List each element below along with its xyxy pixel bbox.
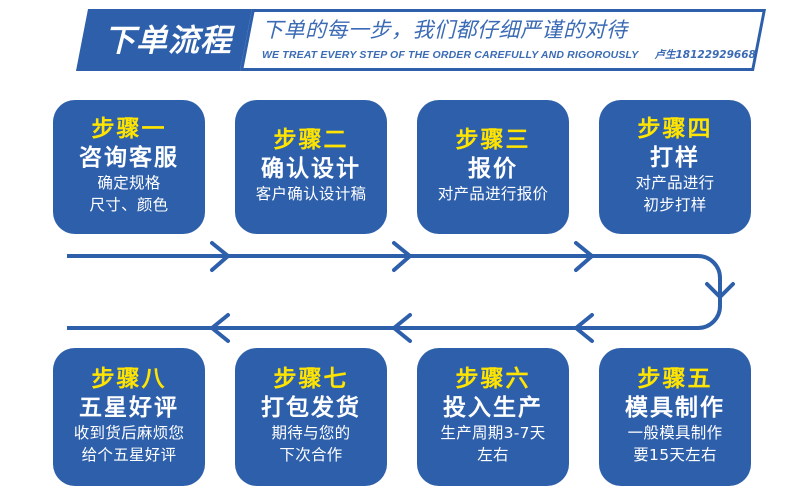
arrow-chevron-right-3 [574,241,594,272]
step-number-2: 步骤二 [273,126,349,153]
step-number-3: 步骤三 [455,126,531,153]
step-title-3: 报价 [468,156,518,183]
step-number-7: 步骤七 [273,365,349,392]
step-desc-3-line-1: 对产品进行报价 [437,185,549,204]
step-desc-5-line-1: 一般模具制作 [627,424,723,443]
step-desc-7-line-1: 期待与您的 [271,424,351,443]
step-card-5[interactable]: 步骤五 模具制作 一般模具制作 要15天左右 [599,348,751,486]
step-number-8: 步骤八 [91,365,167,392]
step-title-2: 确认设计 [261,156,361,183]
step-card-3[interactable]: 步骤三 报价 对产品进行报价 [417,100,569,234]
header-subtitle-row: WE TREAT EVERY STEP OF THE ORDER CAREFUL… [262,47,756,62]
step-desc-5-line-2: 要15天左右 [633,446,717,465]
step-title-8: 五星好评 [79,395,179,422]
arrow-chevron-left-1 [574,313,594,343]
step-desc-7-line-2: 下次合作 [279,446,343,465]
step-card-2[interactable]: 步骤二 确认设计 客户确认设计稿 [235,100,387,234]
arrow-chevron-left-3 [210,313,230,343]
step-title-7: 打包发货 [261,395,361,422]
step-number-4: 步骤四 [637,115,713,142]
step-card-8[interactable]: 步骤八 五星好评 收到货后麻烦您 给个五星好评 [53,348,205,486]
arrow-chevron-right-1 [210,241,230,272]
step-desc-4-line-2: 初步打样 [643,196,707,215]
step-card-6[interactable]: 步骤六 投入生产 生产周期3-7天 左右 [417,348,569,486]
step-desc-6-line-1: 生产周期3-7天 [440,424,546,443]
step-desc-2-line-1: 客户确认设计稿 [255,185,367,204]
header-text-block: 下单的每一步，我们都仔细严谨的对待 WE TREAT EVERY STEP OF… [256,9,756,71]
step-title-6: 投入生产 [443,395,543,422]
step-card-1[interactable]: 步骤一 咨询客服 确定规格 尺寸、颜色 [53,100,205,234]
flow-line-row1 [67,254,722,330]
step-desc-6-line-2: 左右 [477,446,509,465]
step-number-1: 步骤一 [91,115,167,142]
step-desc-1-line-2: 尺寸、颜色 [89,196,169,215]
step-desc-4-line-1: 对产品进行 [635,174,715,193]
step-title-5: 模具制作 [625,395,725,422]
step-title-1: 咨询客服 [79,145,179,172]
header-banner: 下单流程 下单的每一步，我们都仔细严谨的对待 WE TREAT EVERY ST… [0,0,800,92]
header-contact: 卢生18122929668 [654,48,756,61]
step-desc-8-line-2: 给个五星好评 [81,446,177,465]
step-number-5: 步骤五 [637,365,713,392]
arrow-chevron-down-turn [705,282,735,299]
step-number-6: 步骤六 [455,365,531,392]
header-tag-label: 下单流程 [104,22,232,59]
step-title-4: 打样 [650,145,700,172]
header-headline: 下单的每一步，我们都仔细严谨的对待 [262,18,628,43]
step-card-4[interactable]: 步骤四 打样 对产品进行 初步打样 [599,100,751,234]
step-desc-8-line-1: 收到货后麻烦您 [73,424,185,443]
step-card-7[interactable]: 步骤七 打包发货 期待与您的 下次合作 [235,348,387,486]
step-desc-1-line-1: 确定规格 [97,174,161,193]
arrow-chevron-right-2 [392,241,412,272]
header-subtitle-en: WE TREAT EVERY STEP OF THE ORDER CAREFUL… [262,48,639,61]
arrow-chevron-left-2 [392,313,412,343]
